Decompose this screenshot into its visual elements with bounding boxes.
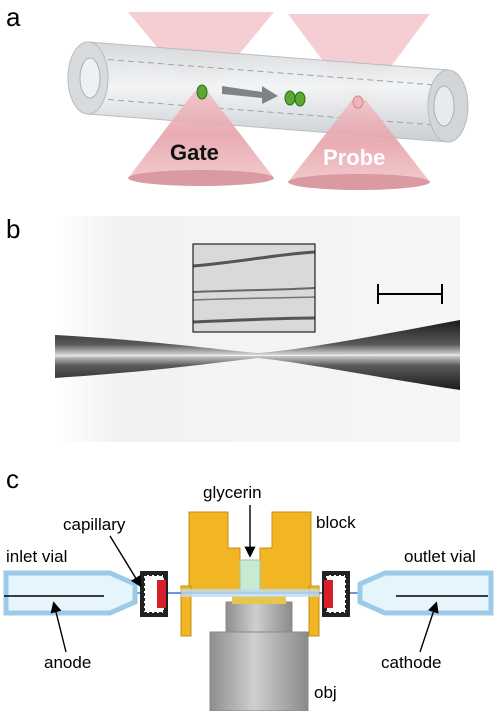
glycerin-label: glycerin (203, 483, 262, 502)
cell-2 (294, 91, 306, 107)
outlet-fitting (322, 571, 350, 617)
capillary-arrow (109, 535, 142, 588)
scale-bar (377, 284, 443, 304)
cell-1 (284, 90, 296, 106)
panel-c-letter: c (6, 464, 19, 494)
capillary-label: capillary (63, 515, 126, 534)
probed-cell (352, 95, 364, 109)
objective-label: obj (314, 683, 337, 702)
flow-arrow-icon (222, 86, 278, 104)
gated-cell (196, 84, 208, 100)
panel-a-letter: a (6, 2, 21, 32)
panel-b: b (6, 214, 461, 442)
glycerin-drop (239, 559, 261, 593)
inlet-vial-label: inlet vial (6, 547, 67, 566)
panel-b-letter: b (6, 214, 20, 244)
gate-beam-lower (128, 92, 274, 178)
outlet-vial-label: outlet vial (404, 547, 476, 566)
probe-beam-upper (288, 14, 430, 100)
probe-label: Probe (323, 145, 385, 170)
panel-a: a Gate Probe (6, 2, 469, 190)
gate-beam-base (128, 170, 274, 186)
anode-label: anode (44, 653, 91, 672)
gate-label: Gate (170, 140, 219, 165)
cathode-arrow (419, 601, 439, 653)
inlet-vial (3, 570, 138, 616)
inset-micrograph (192, 243, 316, 333)
probe-beam-base (288, 174, 430, 190)
outlet-vial (357, 570, 494, 616)
anode-arrow (50, 601, 67, 653)
block-label: block (316, 513, 356, 532)
panel-c: c (3, 464, 494, 711)
objective (209, 596, 309, 711)
cathode-label: cathode (381, 653, 442, 672)
probe-beam-lower (288, 100, 430, 182)
inlet-fitting (140, 571, 168, 617)
